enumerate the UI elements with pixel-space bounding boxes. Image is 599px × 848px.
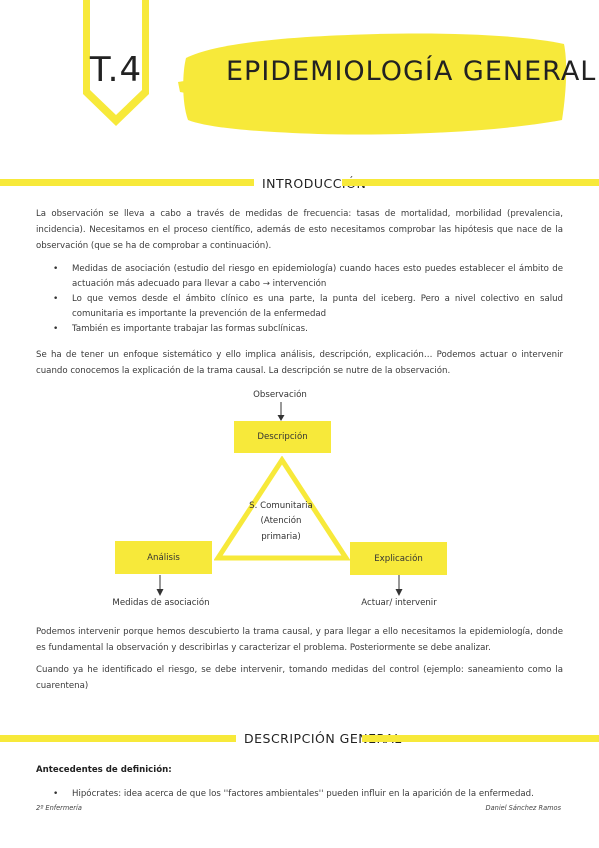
diagram-triangle	[214, 456, 350, 561]
diagram-medidas-label: Medidas de asociación	[112, 598, 210, 608]
intro-paragraph-4: Cuando ya he identificado el riesgo, se …	[36, 665, 563, 691]
section-heading-intro: INTRODUCCIÓN	[262, 176, 367, 191]
list-item: Medidas de asociación (estudio del riesg…	[36, 262, 563, 291]
diagram-box-explicacion: Explicación	[350, 542, 447, 575]
section-heading-description: DESCRIPCIÓN GENERAL	[244, 731, 402, 746]
heading-rule-right	[342, 179, 599, 186]
heading-rule-left	[0, 735, 236, 742]
arrow-down-icon	[277, 402, 285, 421]
chapter-tag: T.4	[89, 50, 143, 90]
list-item: Lo que vemos desde el ámbito clínico es …	[36, 292, 563, 321]
description-bullet-list: Hipócrates: idea acerca de que los ''fac…	[36, 787, 563, 803]
list-item: También es importante trabajar las forma…	[36, 322, 563, 337]
title-brush	[178, 33, 567, 135]
arrow-down-icon	[156, 575, 164, 596]
diagram-center-line-2: (Atención	[260, 516, 302, 526]
heading-rule-right	[362, 735, 599, 742]
footer-right: Daniel Sánchez Ramos	[485, 804, 561, 812]
page-title: EPIDEMIOLOGÍA GENERAL	[226, 56, 597, 87]
footer-left: 2º Enfermería	[36, 804, 82, 812]
diagram-center-line-1: S. Comunitaria	[249, 501, 313, 511]
subheading-antecedentes: Antecedentes de definición:	[36, 765, 172, 775]
diagram-box-descripcion: Descripción	[234, 421, 331, 453]
intro-paragraph-2: Se ha de tener un enfoque sistemático y …	[36, 350, 563, 376]
list-item: Hipócrates: idea acerca de que los ''fac…	[36, 787, 563, 802]
diagram-box-analisis: Análisis	[115, 541, 212, 574]
chapter-ribbon	[83, 0, 149, 126]
diagram-actuar-label: Actuar/ intervenir	[361, 598, 437, 608]
intro-paragraph-1: La observación se lleva a cabo a través …	[36, 209, 563, 251]
intro-paragraph-3: Podemos intervenir porque hemos descubie…	[36, 627, 563, 653]
diagram-center-line-3: primaria)	[261, 532, 301, 542]
arrow-down-icon	[395, 575, 403, 596]
heading-rule-left	[0, 179, 254, 186]
intro-bullet-list: Medidas de asociación (estudio del riesg…	[36, 262, 563, 338]
diagram-observacion-label: Observación	[253, 390, 307, 400]
